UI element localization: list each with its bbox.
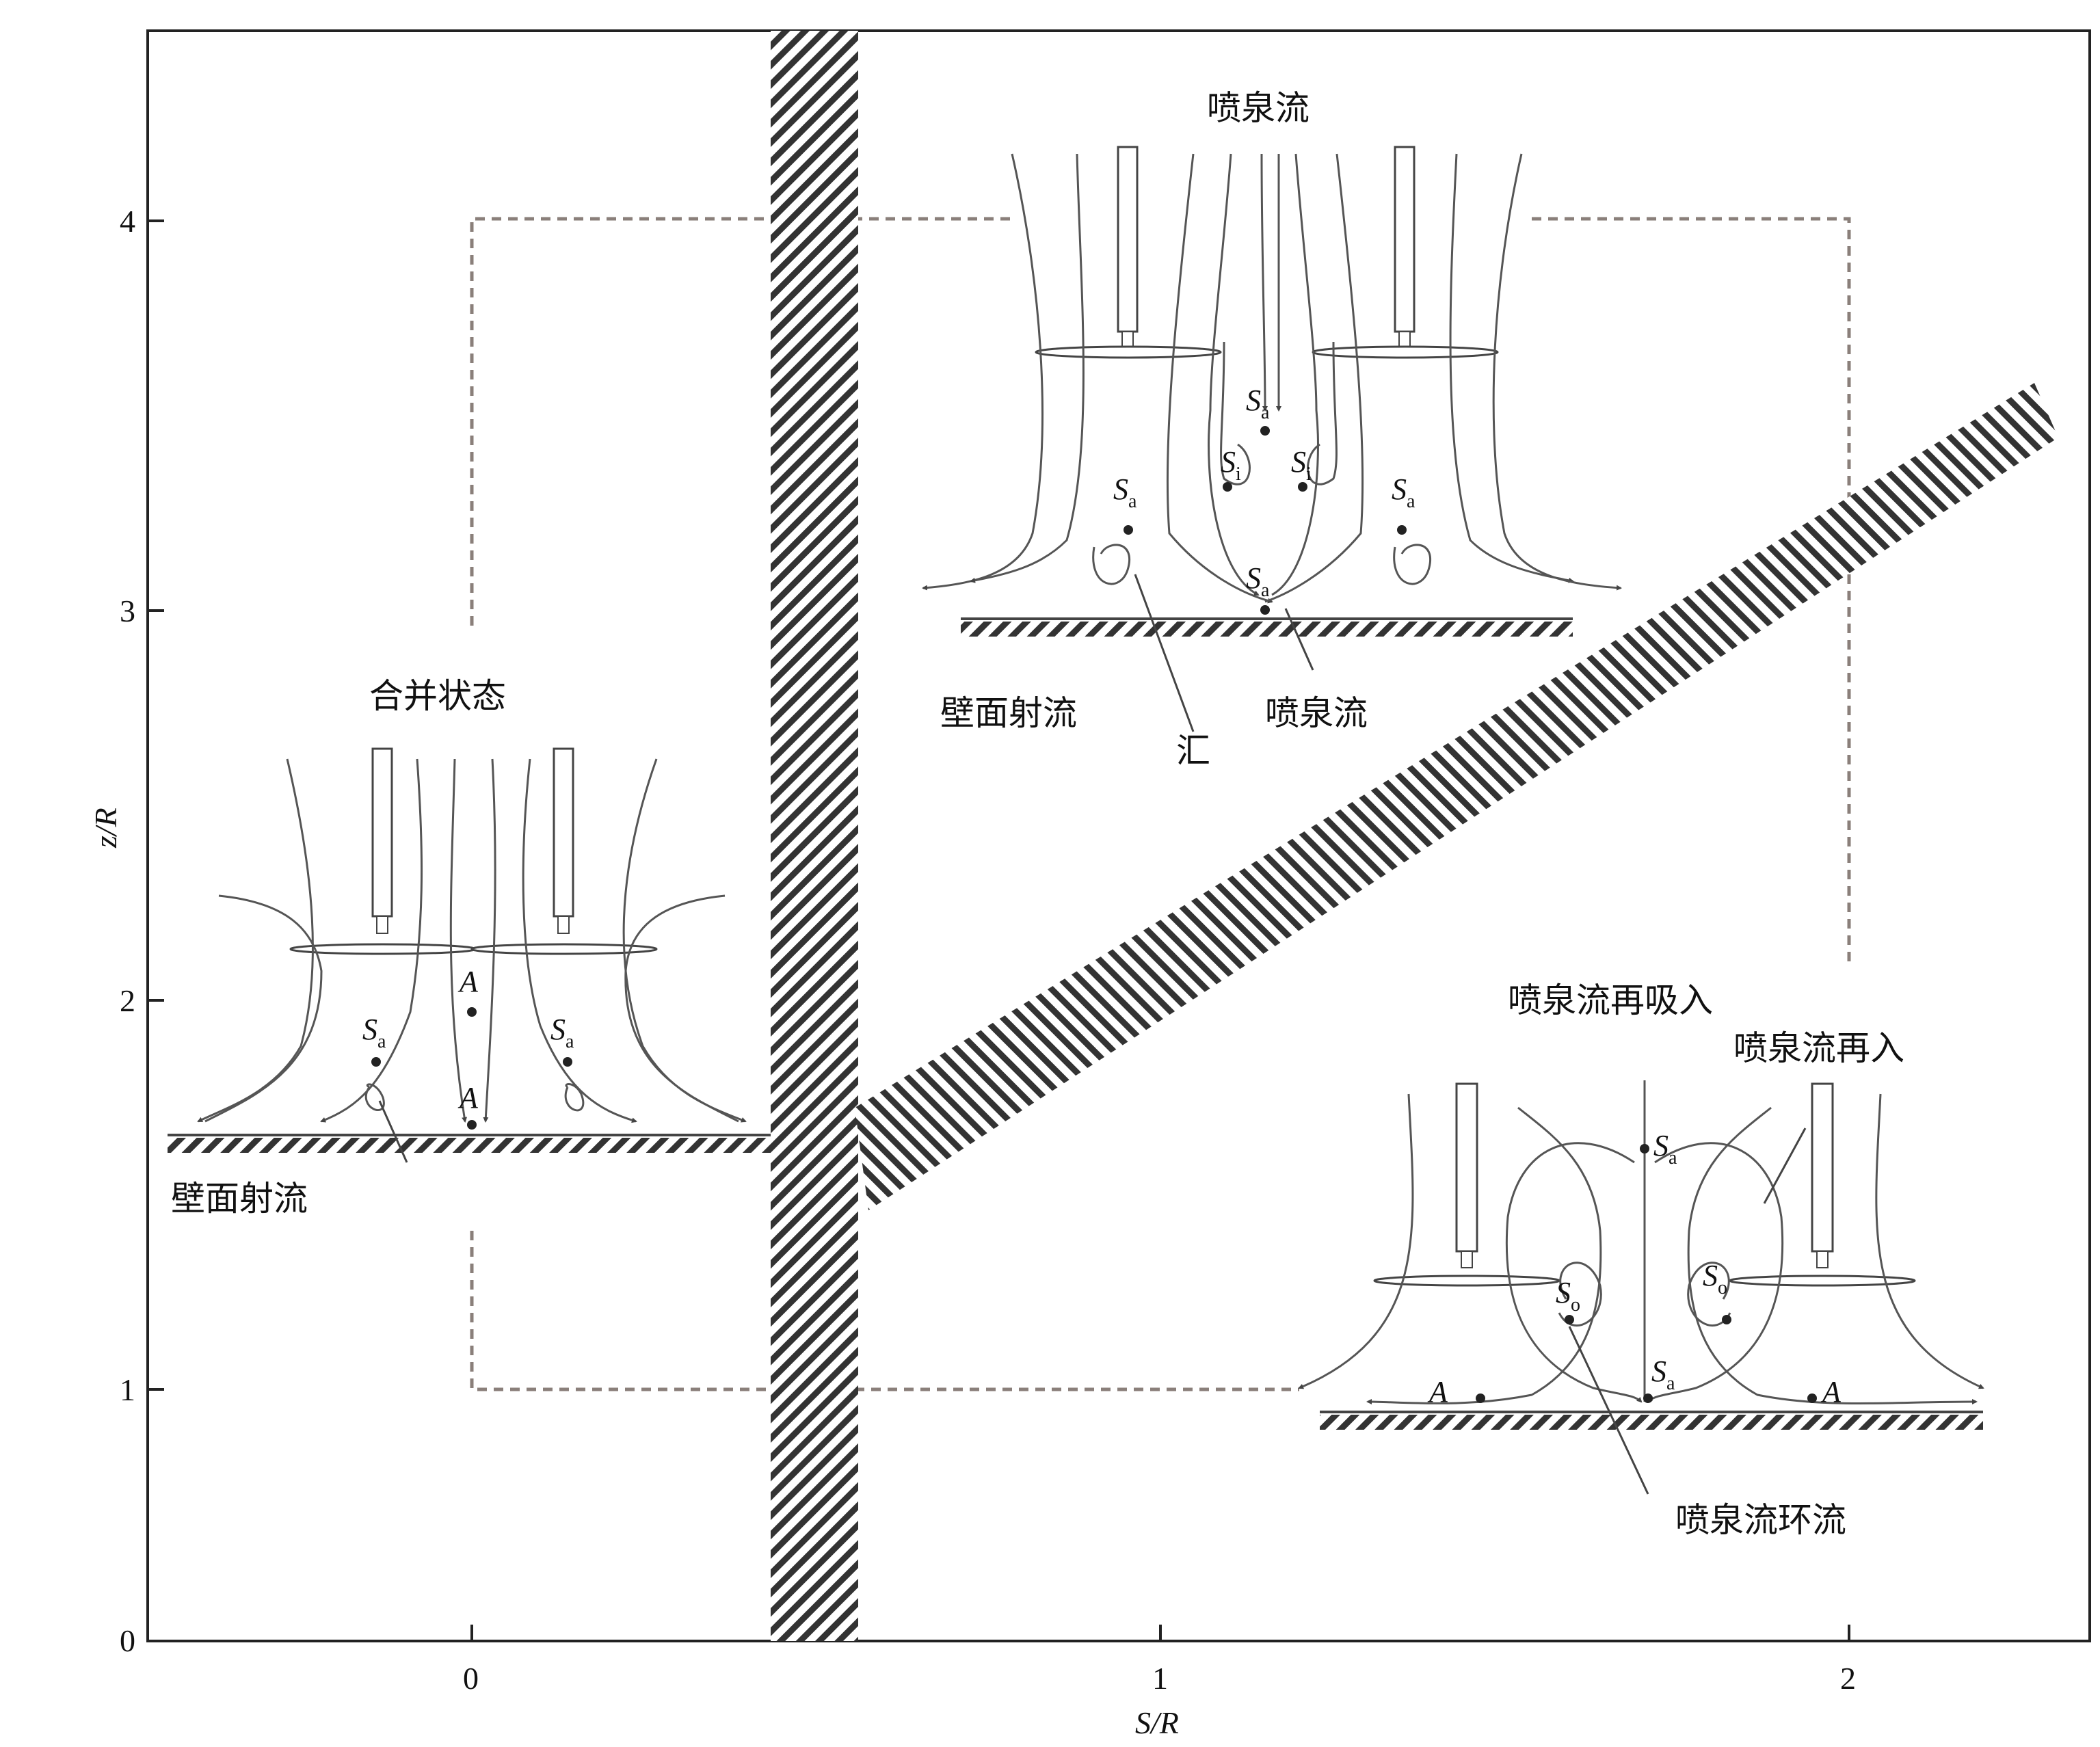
fountain-wall-jet-label: 壁面射流: [940, 693, 1077, 733]
x-axis-label: S/R: [1135, 1705, 1179, 1740]
merge-title: 合并状态: [369, 676, 506, 716]
x-tick-2: 2: [1840, 1661, 1856, 1696]
reentry-A-left: A: [1427, 1375, 1448, 1409]
merge-wall-jet-label: 壁面射流: [171, 1179, 308, 1218]
merge-A-lower: A: [457, 1081, 479, 1115]
reentry-title: 喷泉流再吸入: [1508, 981, 1713, 1020]
reentry-circulation-label: 喷泉流环流: [1675, 1500, 1846, 1540]
reentry-So-right: So: [1703, 1259, 1727, 1298]
y-tick-2: 2: [120, 983, 135, 1018]
fountain-title: 喷泉流: [1207, 88, 1310, 128]
fountain-Sa-right: Sa: [1392, 472, 1415, 512]
merge-A-upper: A: [457, 965, 479, 998]
fountain-Si-left: Si: [1221, 445, 1241, 485]
fountain-Sa-bottom: Sa: [1246, 561, 1270, 601]
panel-merge: [168, 747, 771, 1163]
y-tick-3: 3: [120, 594, 135, 628]
x-axis: [470, 1625, 1850, 1641]
y-tick-1: 1: [120, 1372, 135, 1407]
panel-reentry: [1298, 1080, 1984, 1495]
y-axis-label: z/R: [88, 808, 123, 849]
plot-frame: [146, 29, 2091, 1642]
fountain-flow-label: 喷泉流: [1265, 693, 1368, 733]
vertical-hatched-wall: [771, 31, 858, 1641]
fountain-Sa-left: Sa: [1113, 472, 1137, 512]
diagonal-hatched-band: [855, 383, 2058, 1210]
regime-boundary-right: [855, 217, 1851, 1391]
y-axis: [148, 219, 164, 1642]
fountain-Si-right: Si: [1291, 445, 1312, 485]
fountain-Sa-top: Sa: [1246, 384, 1270, 423]
reentry-label: 喷泉流再入: [1733, 1028, 1904, 1068]
y-tick-0: 0: [120, 1623, 135, 1658]
reentry-Sa-bottom: Sa: [1651, 1355, 1675, 1394]
fountain-sink-label: 汇: [1176, 731, 1210, 771]
merge-Sa-left: Sa: [362, 1013, 386, 1052]
x-tick-1: 1: [1152, 1661, 1168, 1696]
reentry-Sa-top: Sa: [1653, 1129, 1677, 1169]
reentry-So-left: So: [1556, 1276, 1580, 1316]
panel-fountain: [922, 146, 1622, 732]
y-tick-4: 4: [120, 204, 135, 239]
regime-boundary-left: [470, 217, 1012, 1391]
x-tick-0: 0: [463, 1661, 479, 1696]
reentry-A-right: A: [1820, 1375, 1842, 1409]
merge-Sa-right: Sa: [550, 1013, 574, 1052]
